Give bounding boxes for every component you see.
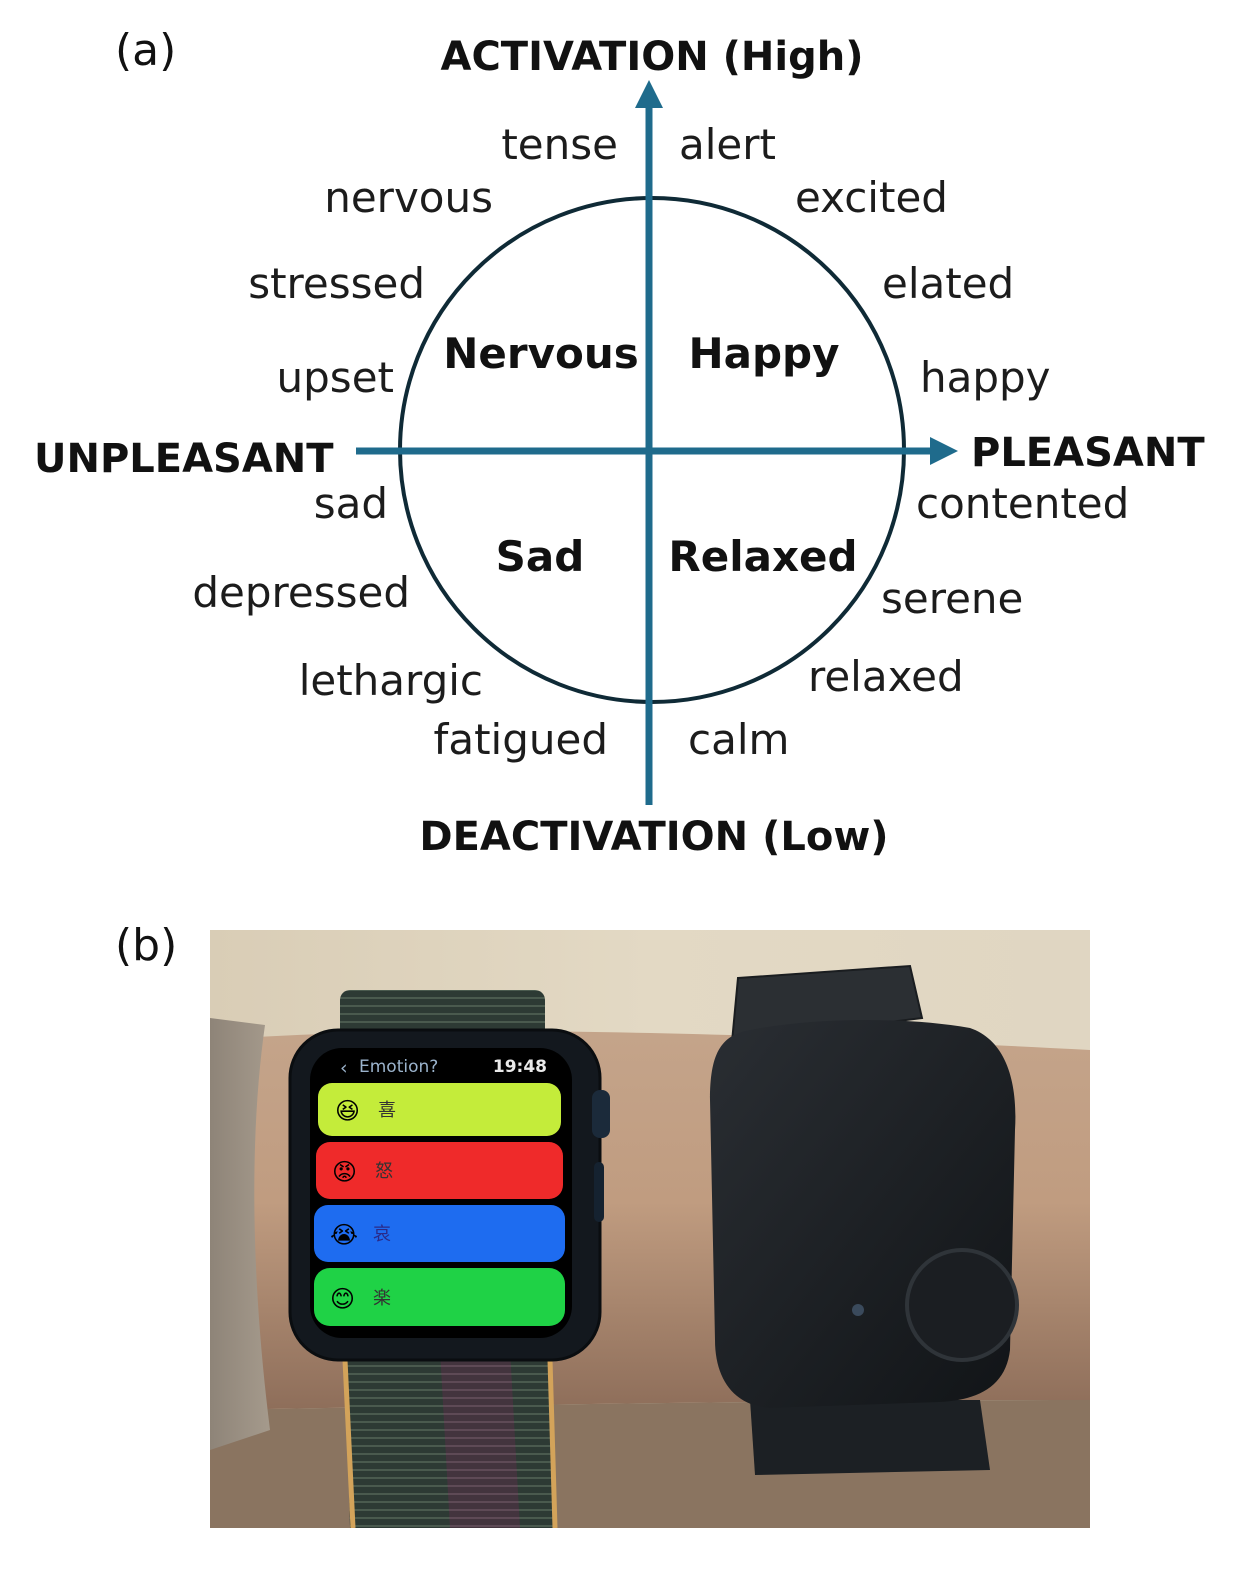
axis-label-left: UNPLEASANT xyxy=(34,436,334,482)
word-sad: sad xyxy=(314,479,388,528)
axis-label-right: PLEASANT xyxy=(971,430,1205,476)
word-fatigued: fatigued xyxy=(434,715,608,764)
axis-label-top: ACTIVATION (High) xyxy=(440,34,863,80)
watch-back-chevron[interactable]: ‹ xyxy=(340,1057,348,1079)
sensor-button[interactable] xyxy=(905,1248,1019,1362)
word-happy: happy xyxy=(920,353,1051,402)
pleasantness-arrowhead xyxy=(930,437,958,465)
quadrant-nervous: Nervous xyxy=(443,329,638,378)
emoji-pleasure-icon: 😊 xyxy=(330,1285,355,1313)
word-elated: elated xyxy=(882,259,1014,308)
option-label-sorrow: 哀 xyxy=(373,1224,391,1245)
word-depressed: depressed xyxy=(192,568,410,617)
quadrant-relaxed: Relaxed xyxy=(668,532,857,581)
option-label-pleasure: 楽 xyxy=(373,1288,391,1309)
watch-option-joy[interactable]: 😆 喜 xyxy=(318,1083,561,1136)
word-serene: serene xyxy=(881,574,1023,623)
axis-label-bottom: DEACTIVATION (Low) xyxy=(419,814,888,860)
watch-option-sorrow[interactable]: 😭 哀 xyxy=(314,1205,565,1262)
word-tense: tense xyxy=(501,120,618,169)
word-calm: calm xyxy=(688,715,789,764)
word-alert: alert xyxy=(679,120,776,169)
quadrant-sad: Sad xyxy=(496,532,585,581)
word-nervous: nervous xyxy=(324,173,493,222)
sensor-band-bottom xyxy=(750,1400,990,1475)
emoji-anger-icon: 😡 xyxy=(332,1158,357,1186)
word-lethargic: lethargic xyxy=(299,656,483,705)
watch-title: Emotion? xyxy=(359,1057,438,1077)
emoji-joy-icon: 😆 xyxy=(335,1097,360,1125)
panel-b-label: (b) xyxy=(115,920,177,971)
option-label-anger: 怒 xyxy=(375,1161,393,1182)
activation-arrowhead xyxy=(635,80,663,108)
word-upset: upset xyxy=(277,353,394,402)
circumplex-diagram: (a) ACTIVATION (High) DEACTIVATION (Low)… xyxy=(34,25,1205,860)
option-label-joy: 喜 xyxy=(378,1100,396,1121)
emoji-sorrow-icon: 😭 xyxy=(330,1221,358,1249)
quadrant-happy: Happy xyxy=(689,329,840,378)
word-relaxed: relaxed xyxy=(808,652,964,701)
word-stressed: stressed xyxy=(248,259,425,308)
watch-option-anger[interactable]: 😡 怒 xyxy=(316,1142,563,1199)
sensor-led-indicator xyxy=(852,1304,864,1316)
panel-b-label-wrap: (b) xyxy=(115,920,177,971)
word-contented: contented xyxy=(916,479,1129,528)
watch-side-button xyxy=(594,1162,604,1222)
wrist-photo: ‹ Emotion? 19:48 😆 喜 😡 怒 😭 哀 😊 楽 xyxy=(210,930,1090,1528)
watch-crown xyxy=(592,1090,610,1138)
watch-option-pleasure[interactable]: 😊 楽 xyxy=(314,1268,565,1326)
sleeve xyxy=(210,1018,270,1450)
band-edge xyxy=(342,1359,558,1528)
watch-time: 19:48 xyxy=(493,1057,547,1077)
panel-a-label: (a) xyxy=(115,25,176,76)
band-stripe xyxy=(440,1350,520,1528)
word-excited: excited xyxy=(795,173,948,222)
